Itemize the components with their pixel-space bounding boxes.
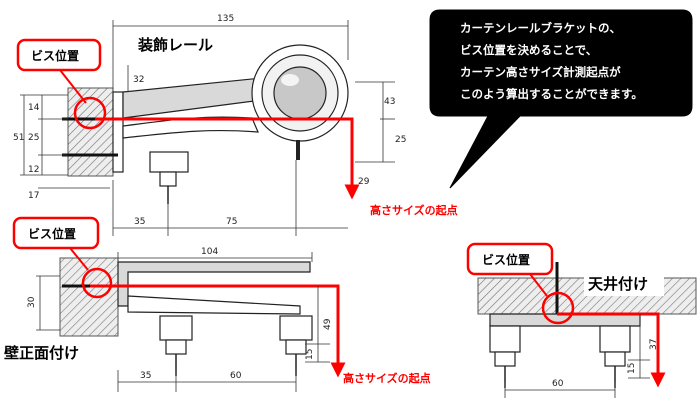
ceiling-dim-60: 60 <box>552 379 564 389</box>
ceiling-runner-right <box>599 325 631 388</box>
callout-line-2: ビス位置を決めることで、 <box>460 43 597 57</box>
top-screw-badge-label: ビス位置 <box>31 48 79 63</box>
ceiling-heading-box: 天井付け <box>584 270 664 296</box>
wall-runner-right <box>279 315 313 376</box>
top-dim-135: 135 <box>217 14 234 24</box>
ceiling-height-origin-line <box>557 312 666 388</box>
top-bracket-diagram: 高さサイズの起点 ビス位置 装飾レール <box>13 14 458 236</box>
top-dim-51: 51 <box>13 133 24 143</box>
top-dim-43: 43 <box>384 97 395 107</box>
top-dimension-lines <box>20 20 395 236</box>
ceiling-dimension-lines <box>504 314 650 398</box>
top-dim-17: 17 <box>28 191 39 201</box>
top-dim-14: 14 <box>28 103 40 113</box>
wall-dim-30: 30 <box>27 296 37 308</box>
wall-heading: 壁正面付け <box>4 344 79 362</box>
top-height-origin-line <box>95 117 360 200</box>
ceiling-dim-37: 37 <box>649 339 659 350</box>
wall-dim-60: 60 <box>230 371 242 381</box>
ceiling-heading: 天井付け <box>588 275 648 293</box>
top-dim-35: 35 <box>134 217 145 227</box>
ceiling-mount-diagram: ビス位置 天井付け 37 15 60 <box>466 242 697 398</box>
top-dim-25b: 25 <box>395 135 406 145</box>
ceiling-screw-badge: ビス位置 <box>466 242 575 325</box>
ceiling-screw-badge-label: ビス位置 <box>482 252 530 267</box>
top-bracket-lower-arm <box>122 116 259 139</box>
callout-line-4: このよう算出することができます。 <box>460 87 643 101</box>
wall-dim-104: 104 <box>201 247 218 257</box>
top-dim-12: 12 <box>28 165 39 175</box>
callout-line-1: カーテンレールブラケットの、 <box>460 21 621 35</box>
wall-bracket <box>117 261 311 307</box>
ceiling-dim-15: 15 <box>627 363 637 374</box>
wall-bracket-arm <box>127 295 301 315</box>
top-dim-29: 29 <box>358 177 370 187</box>
explanation-callout: カーテンレールブラケットの、 ビス位置を決めることで、 カーテン高さサイズ計測起… <box>429 9 693 189</box>
top-dim-75: 75 <box>226 217 237 227</box>
wall-height-origin-label: 高さサイズの起点 <box>343 371 431 385</box>
wall-dim-15: 15 <box>305 349 315 360</box>
wall-dim-35: 35 <box>140 371 151 381</box>
top-bracket-plate <box>112 91 124 173</box>
wall-dim-49: 49 <box>323 318 333 330</box>
top-wall-hatch <box>67 87 114 177</box>
wall-screw-badge-label: ビス位置 <box>28 226 76 241</box>
top-runner <box>149 151 189 204</box>
top-center-mark <box>296 140 300 160</box>
ceiling-runner-left <box>489 325 521 388</box>
wall-runner-left <box>159 315 193 376</box>
top-rail-finial <box>251 44 349 142</box>
top-screw-badge: ビス位置 <box>16 38 107 130</box>
top-dim-32: 32 <box>133 75 144 85</box>
wall-screw-badge: ビス位置 <box>12 216 113 299</box>
wall-dimension-lines <box>36 252 330 392</box>
top-height-origin-label: 高さサイズの起点 <box>370 203 458 217</box>
top-heading: 装飾レール <box>137 36 213 54</box>
wall-hatch <box>59 257 119 337</box>
callout-line-3: カーテン高さサイズ計測起点が <box>460 65 621 79</box>
top-dim-25a: 25 <box>28 133 39 143</box>
wall-height-origin-line <box>90 284 346 378</box>
wall-mount-diagram: 高さサイズの起点 ビス位置 壁正面付け 104 30 49 15 35 <box>4 216 431 392</box>
